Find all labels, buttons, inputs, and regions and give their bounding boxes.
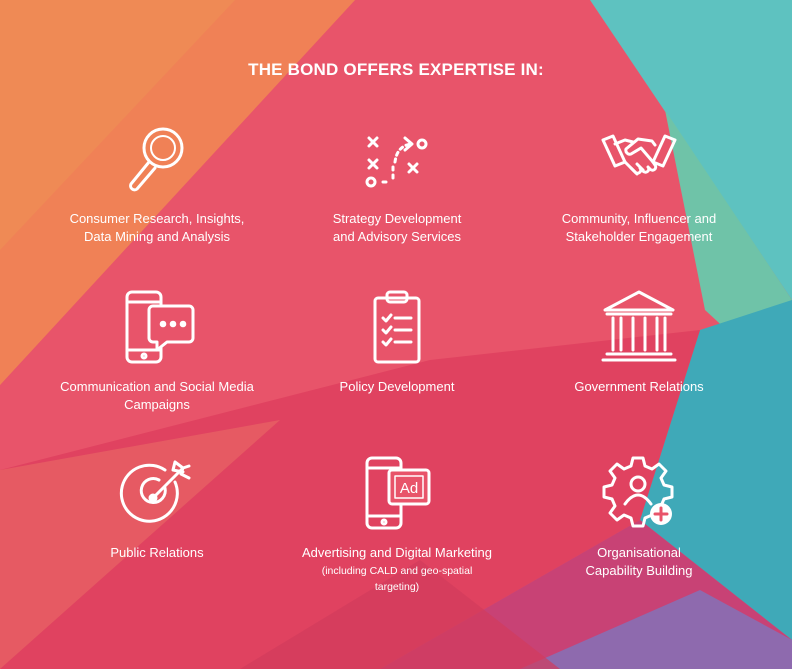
service-label: Community, Influencer and Stakeholder En… [514, 210, 764, 246]
service-consumer-research: Consumer Research, Insights, Data Mining… [32, 118, 282, 246]
clipboard-checklist-icon [373, 290, 421, 364]
service-label: Policy Development [272, 378, 522, 396]
service-label: Strategy Development and Advisory Servic… [272, 210, 522, 246]
service-label-line: Advertising and Digital Marketing [301, 545, 493, 560]
service-label: Consumer Research, Insights, Data Mining… [32, 210, 282, 246]
strategy-play-icon [365, 136, 428, 188]
service-organisational-capability: Organisational Capability Building [514, 452, 764, 580]
service-strategy-development: Strategy Development and Advisory Servic… [272, 118, 522, 246]
service-label: Public Relations [32, 544, 282, 562]
service-label-line: Consumer Research, Insights, [69, 211, 245, 226]
target-arrow-icon [119, 460, 191, 523]
service-label-line: Communication and Social Media [60, 379, 254, 394]
service-label: Organisational Capability Building [514, 544, 764, 580]
service-label-line: Public Relations [110, 545, 204, 560]
page-heading: THE BOND OFFERS EXPERTISE IN: [248, 60, 544, 79]
service-sublabel-line: targeting) [374, 581, 420, 593]
service-label: Government Relations [514, 378, 764, 396]
service-advertising-digital-marketing: Ad Advertising and Digital Marketing (in… [272, 452, 522, 595]
ad-icon-text: Ad [400, 480, 418, 497]
service-label-line: Capability Building [585, 563, 693, 578]
service-label-line: Campaigns [124, 397, 190, 412]
handshake-icon [601, 134, 677, 176]
service-label-line: Stakeholder Engagement [565, 229, 713, 244]
service-label-line: and Advisory Services [333, 229, 461, 244]
phone-chat-icon [125, 290, 195, 364]
service-sublabel-line: (including CALD and geo-spatial [321, 565, 473, 577]
service-label-line: Government Relations [574, 379, 704, 394]
service-communication-social-media: Communication and Social Media Campaigns [32, 286, 282, 414]
service-label-line: Organisational [597, 545, 681, 560]
service-label-line: Data Mining and Analysis [84, 229, 230, 244]
gear-person-icon [602, 456, 674, 528]
service-label-line: Policy Development [339, 379, 455, 394]
service-label: Communication and Social Media Campaigns [32, 378, 282, 414]
service-policy-development: Policy Development [272, 286, 522, 396]
magnifying-glass-icon [129, 127, 184, 192]
government-building-icon [601, 290, 677, 362]
service-label: Advertising and Digital Marketing [272, 544, 522, 562]
service-sublabel: (including CALD and geo-spatial targetin… [272, 563, 522, 595]
service-government-relations: Government Relations [514, 286, 764, 396]
service-public-relations: Public Relations [32, 452, 282, 562]
service-label-line: Community, Influencer and [561, 211, 717, 226]
service-label-line: Strategy Development [332, 211, 462, 226]
service-community-engagement: Community, Influencer and Stakeholder En… [514, 118, 764, 246]
phone-ad-icon: Ad [365, 456, 431, 530]
